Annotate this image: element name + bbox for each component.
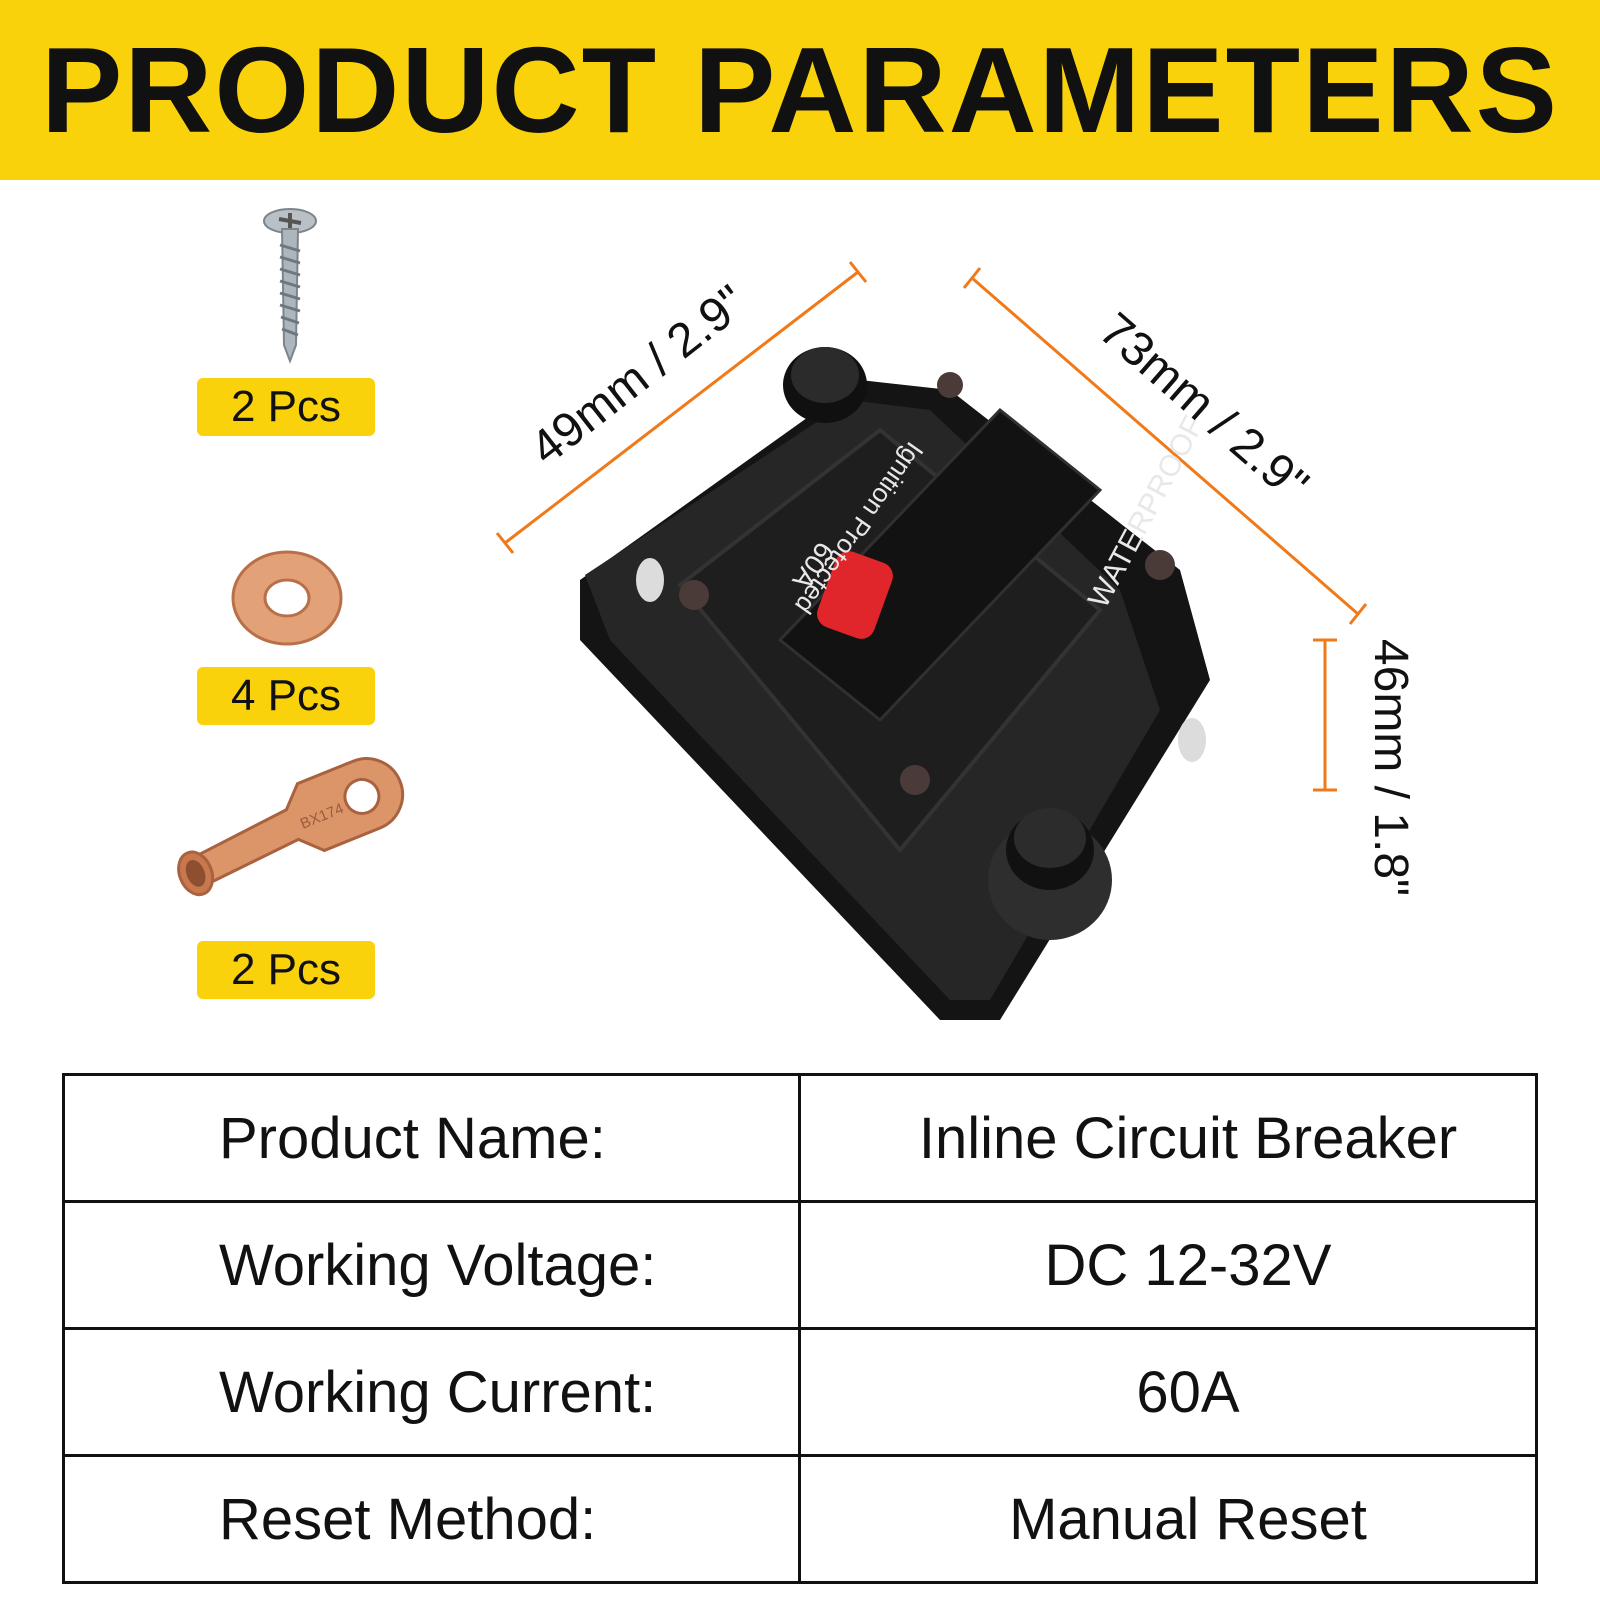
table-row: Working Voltage: DC 12-32V [62,1200,1538,1330]
page-title: PRODUCT PARAMETERS [40,22,1560,158]
washer-count-badge: 4 Pcs [197,667,375,725]
spec-label: Working Voltage: [62,1200,801,1330]
spec-label: Product Name: [62,1073,801,1203]
spec-label: Working Current: [62,1327,801,1457]
spec-value: Inline Circuit Breaker [798,1073,1538,1203]
spec-value: Manual Reset [798,1454,1538,1584]
spec-value: 60A [798,1327,1538,1457]
spec-table: Product Name: Inline Circuit Breaker Wor… [62,1073,1538,1584]
header-banner: PRODUCT PARAMETERS [0,0,1600,180]
breaker-body: Ignition Protected 60A WATERPROOF [580,347,1211,1020]
table-row: Working Current: 60A [62,1327,1538,1457]
spec-value: DC 12-32V [798,1200,1538,1330]
copper-ring-terminal-icon: BX174 [177,757,405,897]
spec-label: Reset Method: [62,1454,801,1584]
screw-icon [263,208,317,364]
table-row: Product Name: Inline Circuit Breaker [62,1073,1538,1203]
copper-washer-icon [231,550,343,646]
height-dimension-label: 46mm / 1.8" [1364,638,1418,897]
screw-count-badge: 2 Pcs [197,378,375,436]
circuit-breaker-image: Ignition Protected 60A WATERPROOF [495,261,1368,1020]
table-row: Reset Method: Manual Reset [62,1454,1538,1584]
reset-button [817,551,893,639]
dimension-lines [495,261,1368,792]
terminal-count-badge: 2 Pcs [197,941,375,999]
